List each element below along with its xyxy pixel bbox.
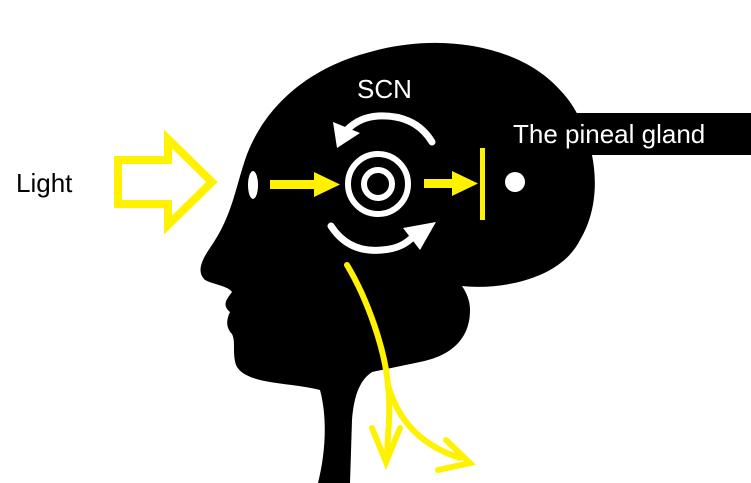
light-label: Light [16, 170, 72, 196]
light-input-arrow-icon [118, 139, 212, 225]
pineal-gland-label: The pineal gland [507, 113, 751, 155]
pineal-gland-icon [505, 172, 525, 192]
eye-icon [248, 171, 258, 199]
head-silhouette-icon [201, 43, 595, 483]
scn-label: SCN [357, 76, 412, 102]
